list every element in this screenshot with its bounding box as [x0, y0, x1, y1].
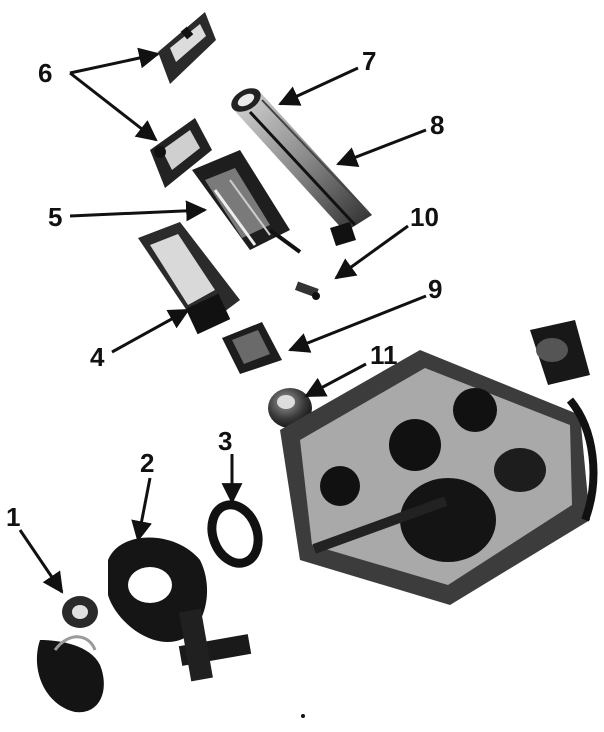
leader-4	[112, 310, 188, 352]
callout-8: 8	[430, 110, 444, 140]
leader-2	[138, 478, 150, 540]
part-10-pin	[295, 281, 320, 300]
part-6-upper-bracket	[158, 12, 216, 84]
leader-6a	[70, 54, 158, 73]
part-5-frame	[192, 150, 300, 252]
part-3-ring	[204, 498, 266, 569]
callout-4: 4	[90, 342, 105, 372]
part-9-plate	[222, 322, 282, 374]
main-housing-block	[280, 320, 593, 605]
callout-6: 6	[38, 58, 52, 88]
dot-mark	[301, 714, 305, 718]
callout-11: 11	[370, 340, 398, 370]
leader-8	[338, 130, 426, 164]
leader-5	[70, 210, 205, 216]
callout-7: 7	[362, 46, 376, 76]
leader-1	[20, 530, 62, 592]
callout-2: 2	[140, 448, 154, 478]
leader-7	[280, 68, 358, 104]
callout-5: 5	[48, 202, 62, 232]
part-1-clip	[37, 596, 104, 712]
leader-6b	[70, 73, 156, 140]
callout-10: 10	[410, 202, 439, 232]
leader-9	[290, 296, 426, 350]
callout-1: 1	[6, 502, 20, 532]
part-4-carriage	[138, 222, 240, 334]
callout-9: 9	[428, 274, 442, 304]
callout-3: 3	[218, 426, 232, 456]
